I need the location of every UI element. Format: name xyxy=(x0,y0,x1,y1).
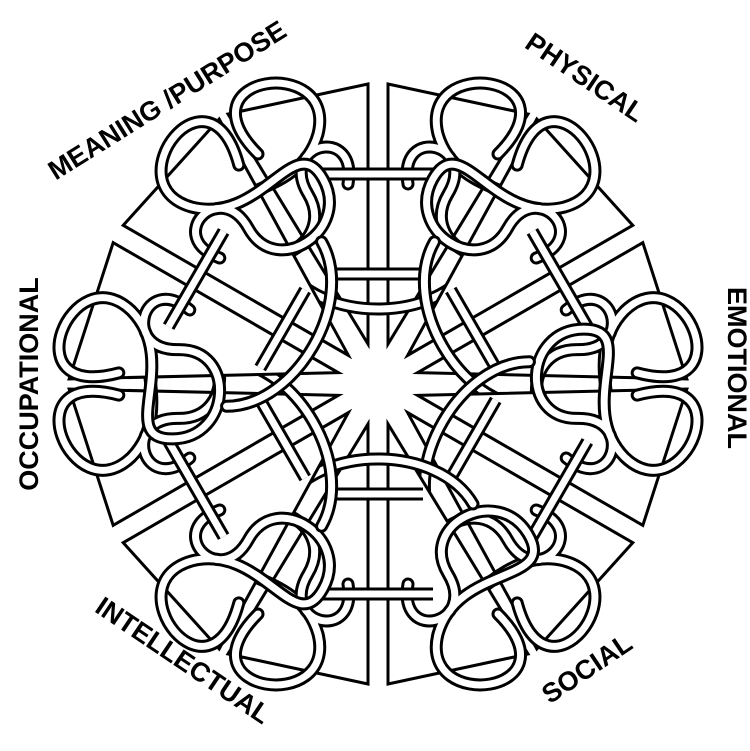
label-physical: PHYSICAL xyxy=(520,27,650,128)
label-occupational: OCCUPATIONAL xyxy=(14,277,44,490)
knot-body xyxy=(40,83,717,685)
label-emotional: EMOTIONAL xyxy=(722,287,750,449)
label-intellectual: INTELLECTUAL xyxy=(90,591,276,730)
